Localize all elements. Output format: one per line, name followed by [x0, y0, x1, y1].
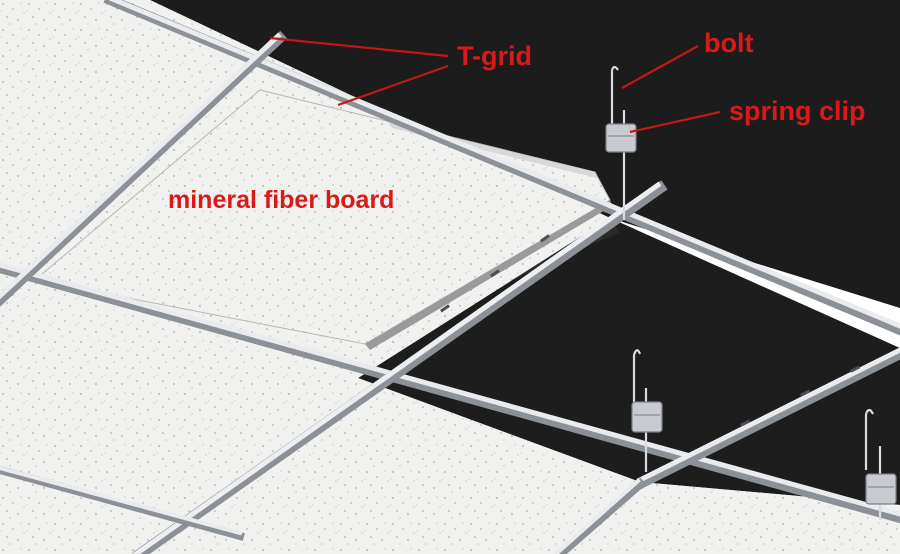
t-grid-label: T-grid [457, 41, 532, 71]
t-grid-slots [440, 234, 861, 427]
leader-bolt [621, 45, 699, 89]
bolt-label: bolt [704, 28, 754, 58]
mineral-fiber-board-label: mineral fiber board [168, 186, 395, 214]
leader-lines [269, 36, 721, 134]
open-grid-cell [358, 218, 900, 505]
board-shadow-edge [365, 200, 612, 350]
tile-bottom-mid [150, 378, 640, 554]
leader-t-grid-1 [269, 36, 449, 58]
upper-void [150, 0, 900, 308]
spring-clip-label: spring clip [729, 96, 866, 126]
leader-t-grid-2 [337, 64, 449, 107]
tile-bottom-right [560, 482, 900, 554]
spring-clip-icon [605, 123, 897, 505]
tile-left-bottom [0, 262, 358, 530]
leader-spring-clip [629, 110, 721, 134]
tile-bottom-left [0, 470, 190, 554]
